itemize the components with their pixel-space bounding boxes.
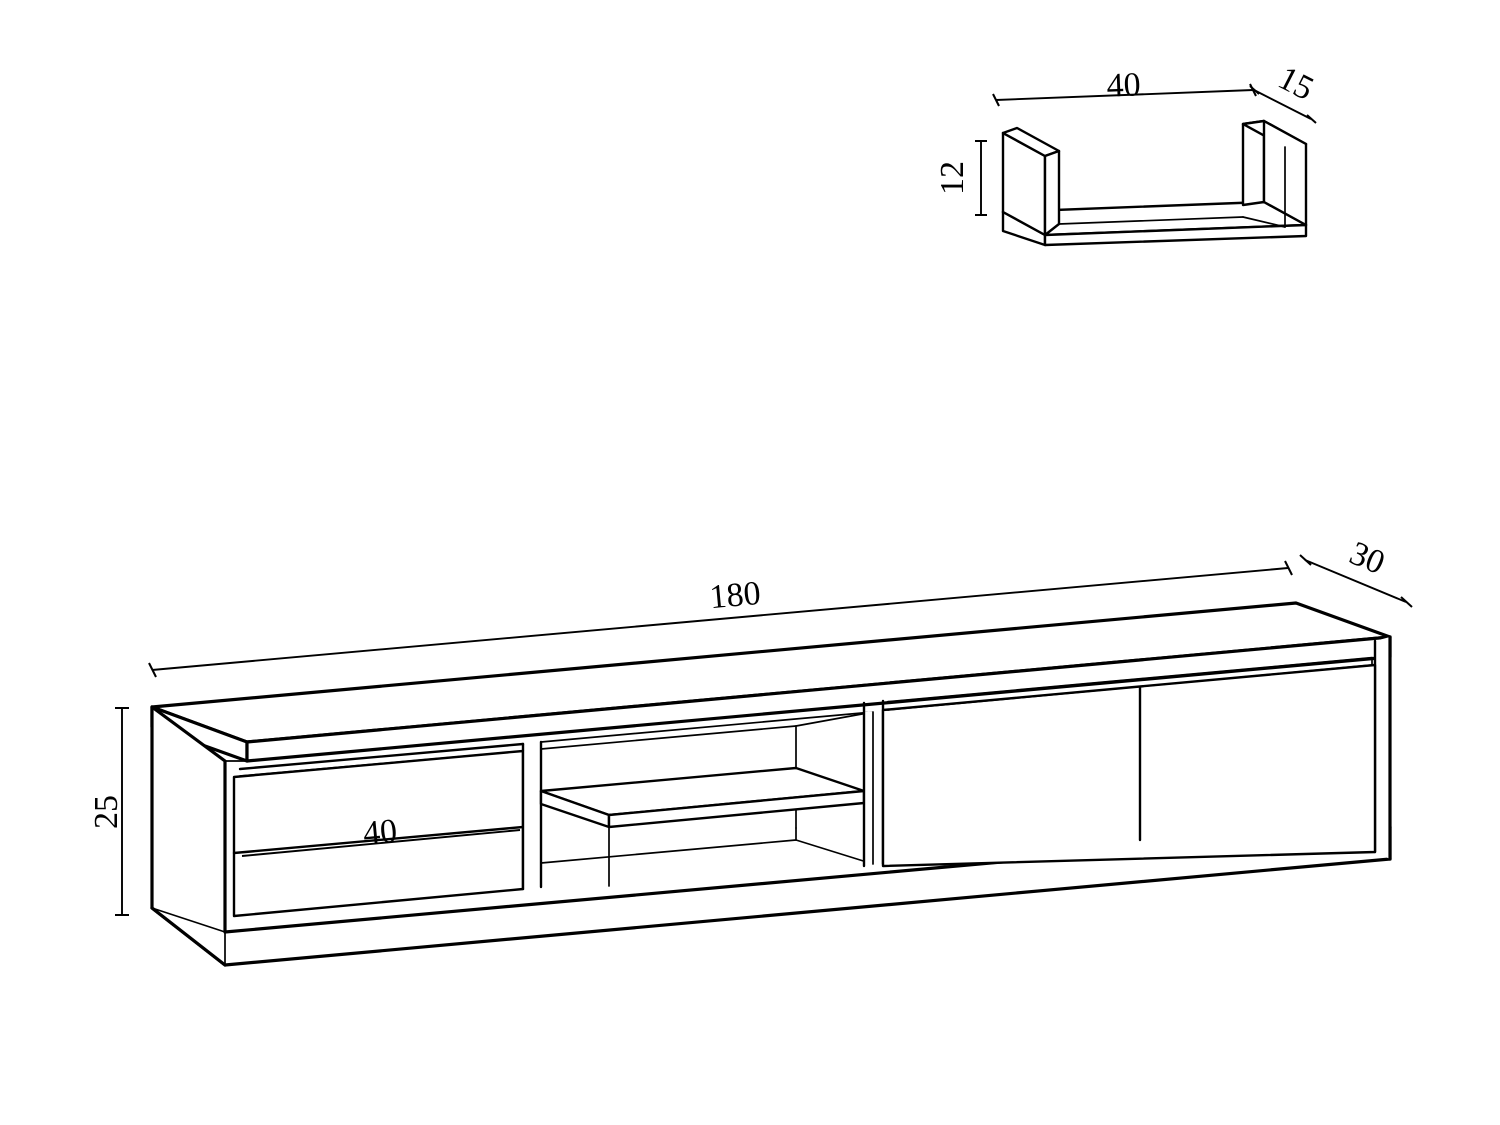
shelf-depth-dim-line bbox=[1253, 89, 1312, 120]
unit-height-dimension: 25 bbox=[88, 707, 129, 916]
unit-centre-divider-left bbox=[521, 740, 543, 891]
right-doors-front-face[interactable] bbox=[883, 665, 1375, 866]
unit-width-tick-right bbox=[1284, 560, 1293, 576]
shelf-base-front-thickness bbox=[1045, 225, 1306, 245]
shelf-depth-label: 15 bbox=[1272, 59, 1319, 107]
shelf-base-left-thickness bbox=[1003, 212, 1045, 245]
shelf-height-dimension: 12 bbox=[934, 140, 987, 216]
unit-left-side-face bbox=[152, 707, 225, 965]
unit-width-label: 180 bbox=[708, 575, 762, 616]
unit-left-drawer-block[interactable]: 40 bbox=[224, 742, 525, 933]
unit-top-front-thickness bbox=[247, 637, 1390, 761]
unit-plinth-left-return bbox=[151, 907, 226, 933]
unit-depth-tick-bottom bbox=[1400, 596, 1413, 608]
open-bay-top-inner-edge bbox=[540, 725, 797, 750]
wall-shelf-drawing: 40 15 12 bbox=[934, 59, 1319, 247]
unit-width-dimension: 180 bbox=[148, 560, 1293, 678]
shelf-width-label: 40 bbox=[1106, 66, 1141, 104]
tv-unit-drawing: 180 30 25 bbox=[88, 535, 1413, 967]
unit-width-dim-line bbox=[151, 567, 1289, 671]
unit-right-side-panel bbox=[1373, 635, 1392, 861]
left-drawer-split-line bbox=[232, 825, 525, 855]
unit-top-surface bbox=[152, 603, 1390, 742]
unit-height-label: 25 bbox=[88, 795, 125, 829]
unit-right-side-face bbox=[1375, 637, 1390, 859]
unit-right-door-block[interactable] bbox=[881, 656, 1377, 868]
right-doors-handle-groove-bottom bbox=[887, 664, 1373, 711]
unit-depth-dim-line bbox=[1304, 559, 1407, 603]
shelf-depth-tick-bottom bbox=[1306, 114, 1317, 124]
shelf-left-inner-face bbox=[1045, 151, 1059, 235]
drawer-width-dimension: 40 bbox=[241, 813, 521, 857]
right-doors-handle-groove-top bbox=[886, 656, 1374, 704]
shelf-inner-floor-right-seam bbox=[1242, 216, 1286, 228]
unit-centre-divider-right bbox=[862, 699, 885, 868]
shelf-left-top-thickness bbox=[1003, 128, 1059, 156]
shelf-width-dim-line bbox=[995, 89, 1254, 101]
open-bay-shelf-front-thickness bbox=[609, 791, 864, 827]
shelf-height-label: 12 bbox=[934, 161, 971, 195]
unit-depth-label: 30 bbox=[1344, 535, 1390, 582]
unit-top-panel bbox=[150, 601, 1392, 763]
shelf-inner-floor-seam bbox=[1058, 216, 1244, 225]
shelf-base-front-outline bbox=[1043, 223, 1308, 247]
unit-open-bay bbox=[539, 711, 874, 888]
shelf-depth-tick-top bbox=[1249, 85, 1260, 95]
shelf-right-outer-outline bbox=[1262, 119, 1308, 227]
unit-depth-dimension: 30 bbox=[1299, 535, 1413, 608]
shelf-left-outer-face bbox=[1003, 133, 1045, 235]
drawer-width-label: 40 bbox=[361, 813, 398, 853]
unit-width-tick-left bbox=[148, 662, 157, 678]
open-bay-top-front-edge bbox=[540, 711, 874, 743]
open-bay-top-back-join bbox=[795, 711, 874, 727]
open-bay-shelf-left-thickness bbox=[541, 791, 609, 827]
unit-top-left-thickness bbox=[152, 707, 247, 761]
shelf-depth-dimension: 15 bbox=[1249, 59, 1319, 124]
left-drawer-handle-groove-bottom bbox=[239, 750, 524, 777]
open-bay-shelf-top-face bbox=[541, 768, 864, 815]
open-bay-lower-back-floor bbox=[540, 839, 797, 864]
drawer-width-dim-line bbox=[241, 829, 521, 857]
shelf-width-dimension: 40 bbox=[992, 66, 1257, 107]
left-drawer-front-face[interactable] bbox=[234, 751, 523, 916]
shelf-width-tick-left bbox=[992, 93, 1000, 107]
unit-depth-tick-top bbox=[1299, 554, 1312, 566]
centre-divider-left-face bbox=[523, 749, 541, 889]
left-drawer-handle-groove-top bbox=[238, 742, 525, 771]
shelf-left-upright bbox=[1001, 126, 1061, 237]
open-bay-lower-back-right bbox=[795, 839, 874, 865]
shelf-right-upright bbox=[1241, 119, 1308, 228]
shelf-right-inner-face bbox=[1243, 121, 1264, 205]
